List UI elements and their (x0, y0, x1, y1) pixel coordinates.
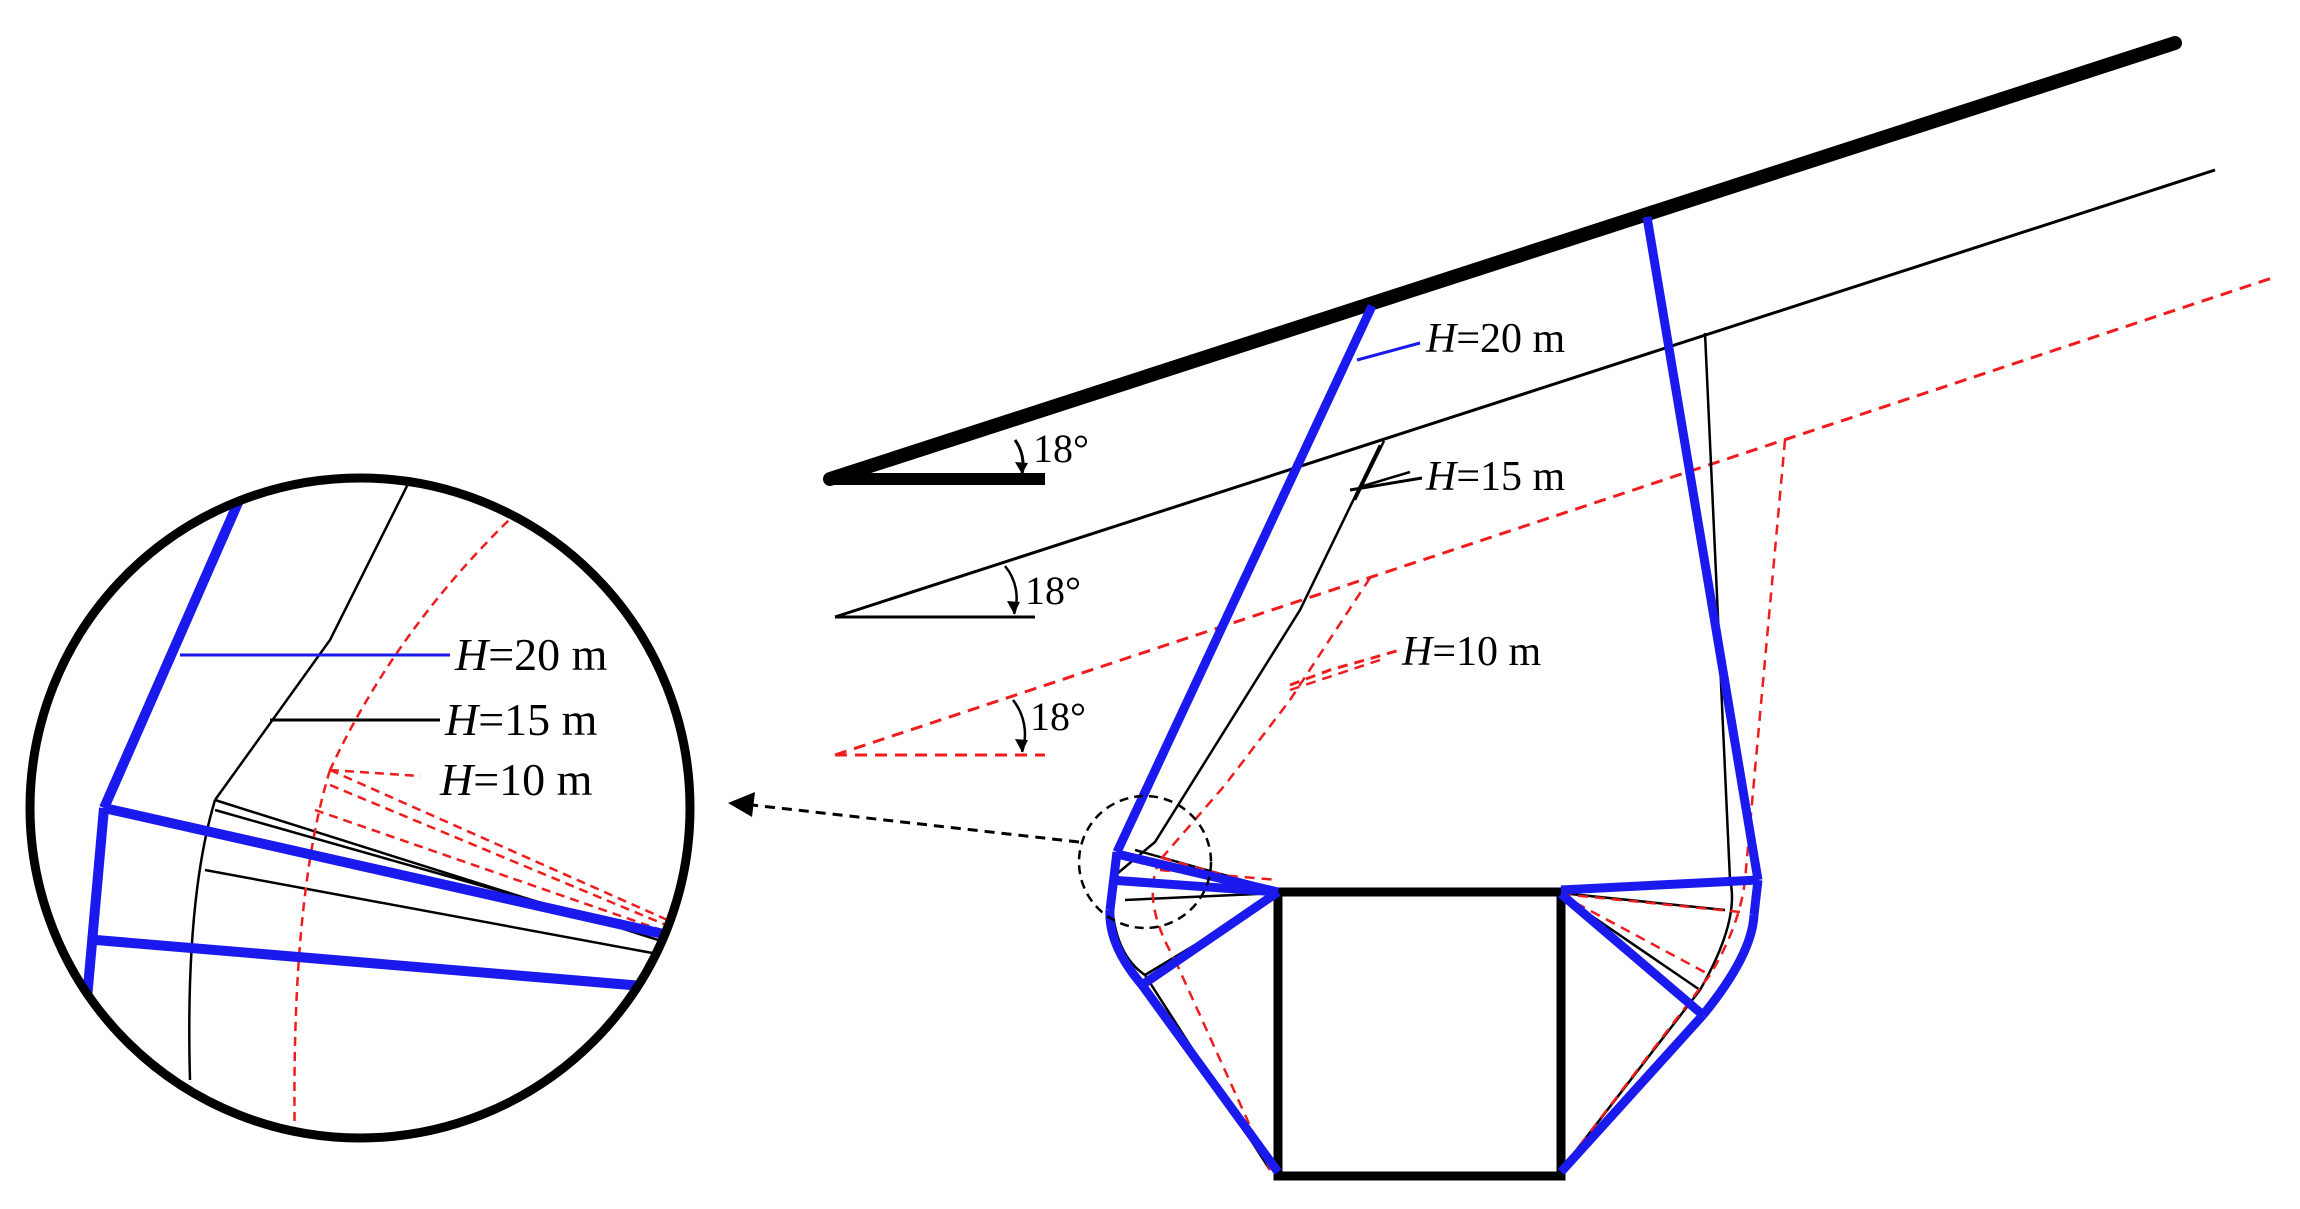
angle-arrowhead-h10 (1015, 739, 1028, 752)
tunnel-rectangle (1273, 887, 1566, 1181)
label-h10-var: H (1401, 629, 1435, 675)
leader-line-h20 (1356, 341, 1421, 362)
main-diagram: 18° 18° 18° (823, 36, 2276, 1181)
mechanism-h15 (1110, 332, 1734, 1171)
angle-label-h20: 18° (1033, 426, 1089, 471)
zoom-arrow (728, 792, 1080, 844)
label-h15-var: H (1425, 454, 1459, 500)
zoom-view: H=20 m H=15 m H=10 m (25, 473, 695, 1143)
angle-arrowhead-h15 (1007, 601, 1020, 614)
label-h10: H=10 m (1401, 629, 1542, 675)
zoom-label-h10-var: H (439, 754, 476, 805)
zoom-label-h15: H=15 m (444, 694, 598, 745)
ground-surface-h10 (834, 275, 2276, 757)
label-h15-text: =15 m (1456, 454, 1565, 500)
angle-label-h15: 18° (1025, 568, 1081, 613)
mechanism-h10 (1151, 439, 1787, 1171)
zoom-label-h10-text: =10 m (473, 754, 592, 805)
ground-surface-h20 (823, 36, 2182, 486)
zoom-label-h10: H=10 m (439, 754, 593, 805)
label-h10-text: =10 m (1432, 629, 1541, 675)
magnify-circle (1077, 794, 1213, 930)
mechanism-h20 (1105, 216, 1763, 1176)
zoom-circle-border (25, 473, 695, 1143)
label-h20: H=20 m (1425, 316, 1566, 362)
zoom-label-h20: H=20 m (454, 629, 608, 680)
label-h20-var: H (1425, 316, 1459, 362)
angle-arrowhead-h20 (1015, 462, 1028, 474)
zoom-mechanism-h20 (81, 478, 690, 1011)
zoom-label-h15-text: =15 m (478, 694, 597, 745)
angle-label-h10: 18° (1030, 694, 1086, 739)
zoom-label-h20-text: =20 m (488, 629, 607, 680)
leader-line-h10 (1289, 648, 1401, 687)
zoom-mechanism-h10 (293, 499, 690, 1138)
ground-surface-h15 (834, 168, 2216, 619)
zoom-label-h20-var: H (454, 629, 491, 680)
label-h20-text: =20 m (1456, 316, 1565, 362)
leader-line-h15 (1349, 476, 1423, 492)
label-h15: H=15 m (1425, 454, 1566, 500)
zoom-label-h15-var: H (444, 694, 481, 745)
